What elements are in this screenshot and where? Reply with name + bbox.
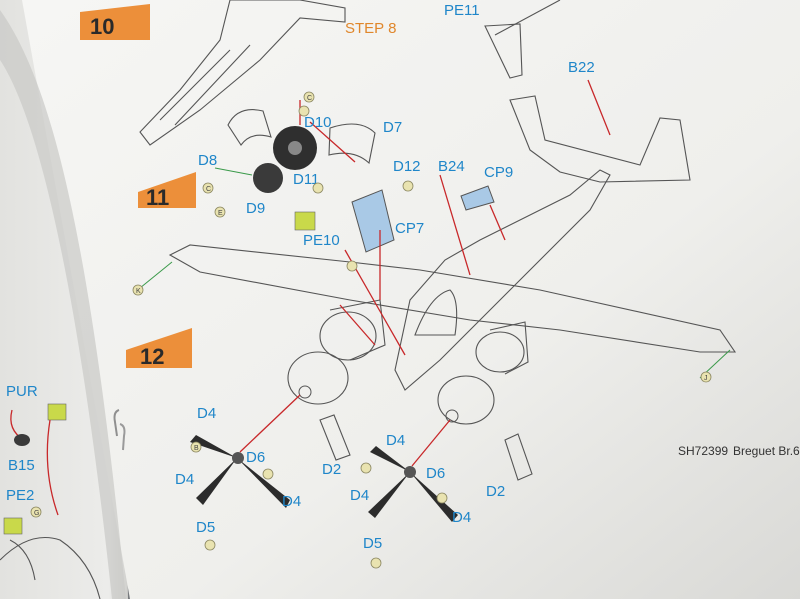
- label-d4-left-bottom: D4: [282, 493, 301, 510]
- cowling-d7: [328, 123, 376, 165]
- step-11-badge: [138, 172, 196, 208]
- footer-code: SH72399: [678, 444, 728, 458]
- label-d9: D9: [246, 200, 265, 217]
- label-b24: B24: [438, 158, 465, 175]
- exhaust-d2-right: [504, 433, 533, 481]
- label-b22: B22: [568, 59, 595, 76]
- upper-wing-outline: [139, 0, 346, 146]
- label-d4-left-top: D4: [197, 405, 216, 422]
- label-d4-right-mid: D4: [350, 487, 369, 504]
- label-b15: B15: [8, 457, 35, 474]
- label-pur: PUR: [6, 383, 38, 400]
- svg-text:B: B: [194, 445, 199, 452]
- label-pe11: PE11: [444, 2, 480, 19]
- paint-chip: C C E K J B G: [30, 91, 712, 569]
- label-d6-left: D6: [246, 449, 265, 466]
- svg-text:E: E: [218, 210, 223, 217]
- step-8-label: STEP 8: [345, 20, 396, 37]
- exhaust-d2-left: [319, 414, 351, 461]
- tail-outline: [509, 95, 691, 183]
- label-d4-right-top: D4: [386, 432, 405, 449]
- label-d2-right: D2: [486, 483, 505, 500]
- photo-etch-icon-left-2: [3, 517, 23, 535]
- nacelle-right: [475, 331, 525, 373]
- prop-housing-left: [287, 351, 349, 405]
- photo-etch-icon-left: [47, 403, 67, 421]
- label-d10: D10: [304, 114, 332, 131]
- step-10-number: 10: [90, 14, 114, 39]
- footer-title: Breguet Br.69: [733, 444, 800, 458]
- label-d8: D8: [198, 152, 217, 169]
- label-d5-right: D5: [363, 535, 382, 552]
- svg-text:K: K: [136, 288, 141, 295]
- gutter: [0, 10, 126, 599]
- label-d2-left: D2: [322, 461, 341, 478]
- svg-text:J: J: [704, 375, 708, 382]
- tail-fin-top: [484, 23, 523, 79]
- label-d11: D11: [293, 171, 319, 188]
- label-d4-left-mid: D4: [175, 471, 194, 488]
- step-12-number: 12: [140, 344, 164, 369]
- svg-text:C: C: [206, 186, 211, 193]
- label-pe2: PE2: [6, 487, 34, 504]
- fuselage-outline: [394, 169, 611, 391]
- step-10-badge: [80, 4, 150, 40]
- propeller-left: [190, 435, 290, 508]
- label-d6-right: D6: [426, 465, 445, 482]
- nacelle-left: [319, 311, 377, 361]
- propeller-right: [368, 446, 458, 522]
- cowling-d8: [227, 109, 272, 146]
- label-cp9: CP9: [484, 164, 513, 181]
- label-d4-right-bottom: D4: [452, 509, 471, 526]
- engine-d9: [253, 163, 283, 193]
- staple: [119, 423, 126, 451]
- label-cp7: CP7: [395, 220, 424, 237]
- label-pe10: PE10: [303, 232, 340, 249]
- step-11-number: 11: [146, 185, 169, 210]
- svg-text:G: G: [34, 510, 39, 517]
- label-d12: D12: [393, 158, 421, 175]
- svg-text:C: C: [307, 95, 312, 102]
- prop-housing-right: [437, 375, 495, 425]
- canopy-cp7: [351, 189, 395, 253]
- photo-etch-icon: [294, 211, 316, 231]
- canopy-cp9: [460, 185, 495, 211]
- step-12-badge: [126, 328, 192, 368]
- label-d7: D7: [383, 119, 402, 136]
- label-d5-left: D5: [196, 519, 215, 536]
- staple: [113, 409, 120, 437]
